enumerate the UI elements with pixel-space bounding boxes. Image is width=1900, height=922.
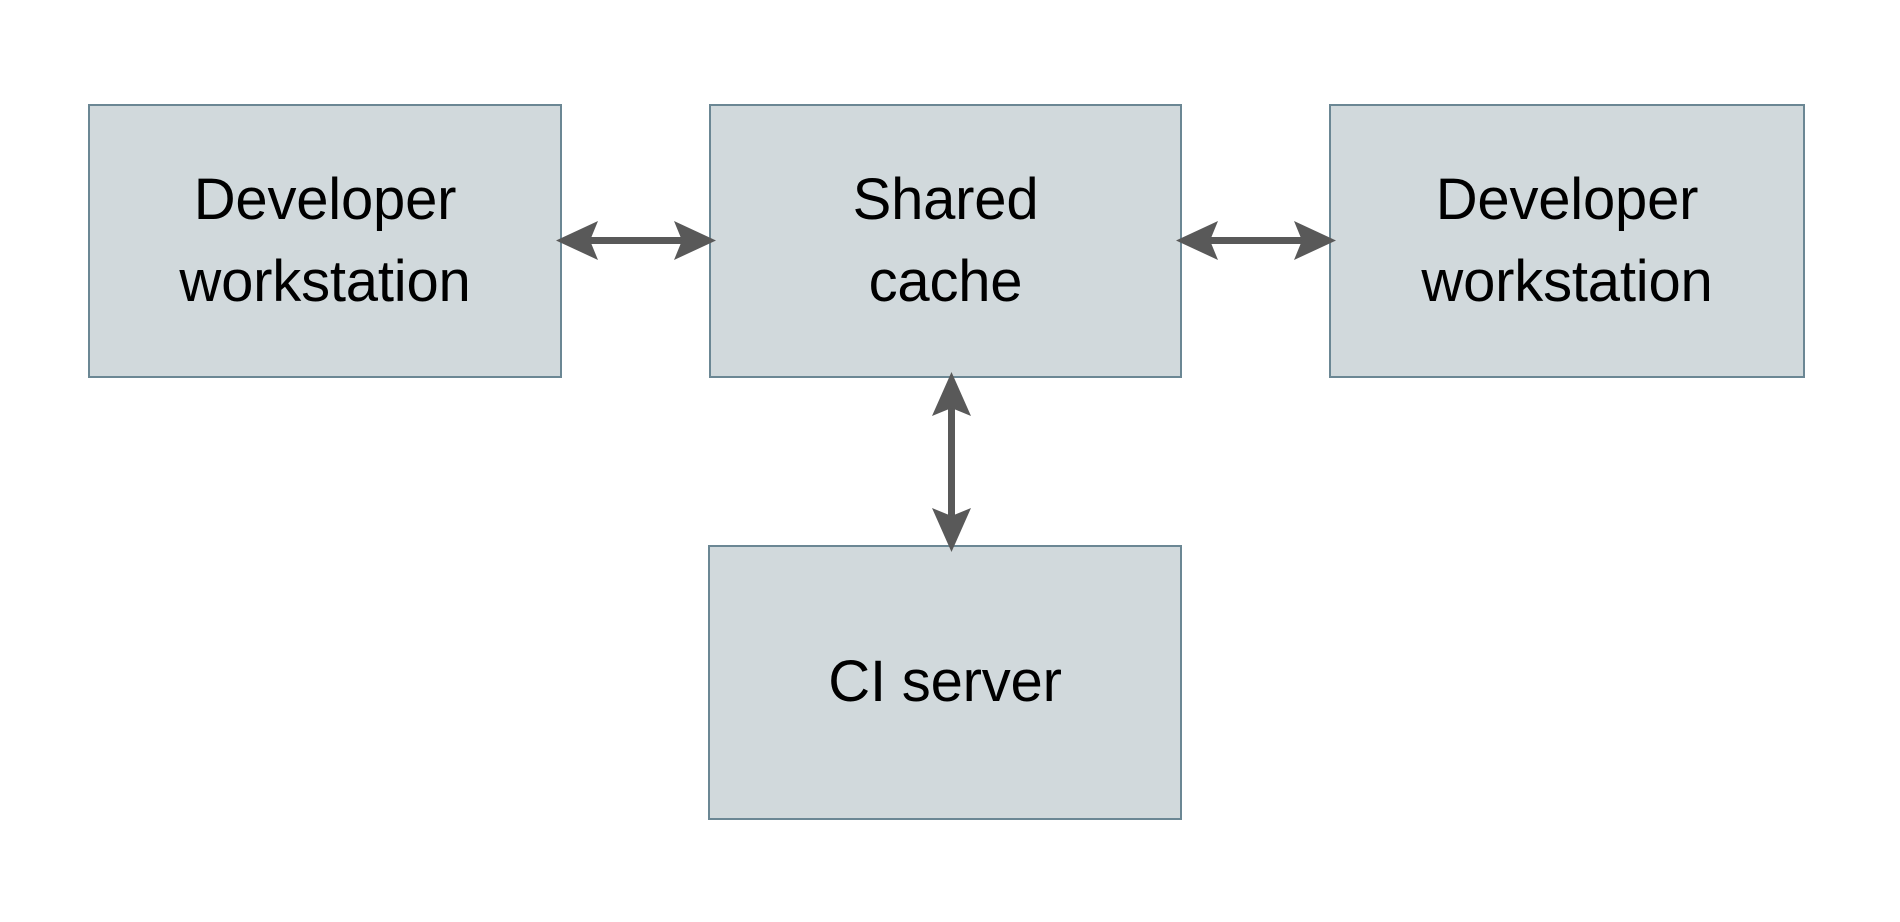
node-label: CI server: [828, 649, 1062, 715]
double-arrow-horizontal-icon: [556, 221, 716, 260]
edge-shared-cache-to-dev-right[interactable]: [1176, 207, 1336, 275]
double-arrow-vertical-icon: [932, 372, 971, 552]
node-label: Developer workstation: [179, 166, 471, 314]
node-developer-workstation-left[interactable]: Developer workstation: [88, 104, 562, 378]
node-developer-workstation-right[interactable]: Developer workstation: [1329, 104, 1805, 378]
node-ci-server[interactable]: CI server: [708, 545, 1182, 820]
edge-shared-cache-to-ci-server[interactable]: [918, 372, 986, 552]
node-shared-cache[interactable]: Shared cache: [709, 104, 1182, 378]
node-label: Shared cache: [852, 166, 1039, 314]
double-arrow-horizontal-icon: [1176, 221, 1336, 260]
edge-dev-left-to-shared-cache[interactable]: [556, 207, 716, 275]
node-label: Developer workstation: [1421, 166, 1713, 314]
